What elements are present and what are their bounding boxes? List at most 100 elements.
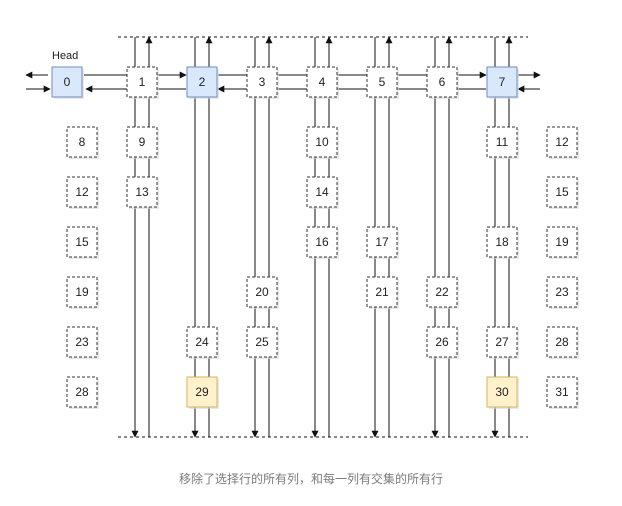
row-label-left-15: 15 (66, 226, 99, 259)
node-box (306, 126, 338, 158)
node-label: 27 (495, 335, 509, 349)
cell-node-21: 21 (366, 276, 399, 309)
node-label: 2 (199, 75, 206, 89)
cell-node-27: 27 (486, 326, 519, 359)
cell-node-14: 14 (306, 176, 339, 209)
cell-node-16: 16 (306, 226, 339, 259)
row-label-right-12: 12 (546, 126, 579, 159)
node-box (66, 176, 98, 208)
node-box (546, 276, 578, 308)
node-label: 7 (499, 75, 506, 89)
node-box (126, 66, 158, 98)
node-box (486, 376, 518, 408)
cell-node-30: 30 (486, 376, 519, 409)
node-label: 29 (195, 385, 209, 399)
cell-node-22: 22 (426, 276, 459, 309)
node-box (66, 326, 98, 358)
cell-node-17: 17 (366, 226, 399, 259)
cell-node-24: 24 (186, 326, 219, 359)
node-box (306, 66, 338, 98)
header-node-7: 7 (486, 66, 519, 99)
node-box (546, 126, 578, 158)
node-label: 1 (139, 75, 146, 89)
cell-node-20: 20 (246, 276, 279, 309)
node-box (546, 326, 578, 358)
node-label: 5 (379, 75, 386, 89)
node-label: 26 (435, 335, 449, 349)
node-label: 16 (315, 235, 329, 249)
row-label-left-28: 28 (66, 376, 99, 409)
row-label-left-12: 12 (66, 176, 99, 209)
node-box (366, 66, 398, 98)
header-node-5: 5 (366, 66, 399, 99)
node-box (51, 66, 83, 98)
node-label: 21 (375, 285, 389, 299)
node-box (66, 126, 98, 158)
node-box (366, 276, 398, 308)
node-label: 11 (496, 135, 509, 149)
cell-node-11: 11 (486, 126, 519, 159)
node-label: 19 (75, 285, 89, 299)
node-label: 9 (139, 135, 146, 149)
node-box (426, 276, 458, 308)
node-label: 17 (375, 235, 389, 249)
header-node-3: 3 (246, 66, 279, 99)
node-box (246, 66, 278, 98)
row-label-right-31: 31 (546, 376, 579, 409)
node-box (546, 376, 578, 408)
node-box (546, 226, 578, 258)
node-label: 13 (135, 185, 149, 199)
row-label-left-8: 8 (66, 126, 99, 159)
node-label: 4 (319, 75, 326, 89)
cell-node-25: 25 (246, 326, 279, 359)
row-label-left-19: 19 (66, 276, 99, 309)
node-label: 23 (75, 335, 89, 349)
node-box (186, 66, 218, 98)
node-label: 12 (555, 135, 569, 149)
node-box (66, 376, 98, 408)
node-box (186, 326, 218, 358)
row-label-left-23: 23 (66, 326, 99, 359)
row-label-right-23: 23 (546, 276, 579, 309)
node-box (486, 226, 518, 258)
node-label: 0 (64, 75, 71, 89)
node-label: 28 (75, 385, 89, 399)
node-label: 30 (495, 385, 509, 399)
cell-node-29: 29 (186, 376, 219, 409)
node-box (246, 326, 278, 358)
node-label: 15 (555, 185, 569, 199)
node-label: 23 (555, 285, 569, 299)
node-box (426, 326, 458, 358)
node-label: 14 (315, 185, 329, 199)
node-box (486, 126, 518, 158)
grid-lines (118, 36, 528, 438)
node-box (486, 326, 518, 358)
row-label-right-15: 15 (546, 176, 579, 209)
header-node-0: 0 (51, 66, 84, 99)
node-box (306, 176, 338, 208)
node-label: 3 (259, 75, 266, 89)
caption: 移除了选择行的所有列，和每一列有交集的所有行 (178, 472, 443, 486)
node-label: 22 (435, 285, 449, 299)
node-label: 19 (555, 235, 569, 249)
cell-node-26: 26 (426, 326, 459, 359)
node-label: 20 (255, 285, 269, 299)
row-label-right-28: 28 (546, 326, 579, 359)
cell-node-13: 13 (126, 176, 159, 209)
node-label: 15 (75, 235, 89, 249)
node-box (126, 126, 158, 158)
node-box (366, 226, 398, 258)
node-label: 28 (555, 335, 569, 349)
node-label: 12 (75, 185, 89, 199)
node-box (306, 226, 338, 258)
head-label: Head (52, 50, 79, 62)
node-box (546, 176, 578, 208)
row-label-right-19: 19 (546, 226, 579, 259)
node-label: 6 (439, 75, 446, 89)
node-box (126, 176, 158, 208)
header-node-1: 1 (126, 66, 159, 99)
header-node-2: 2 (186, 66, 219, 99)
node-label: 10 (315, 135, 329, 149)
